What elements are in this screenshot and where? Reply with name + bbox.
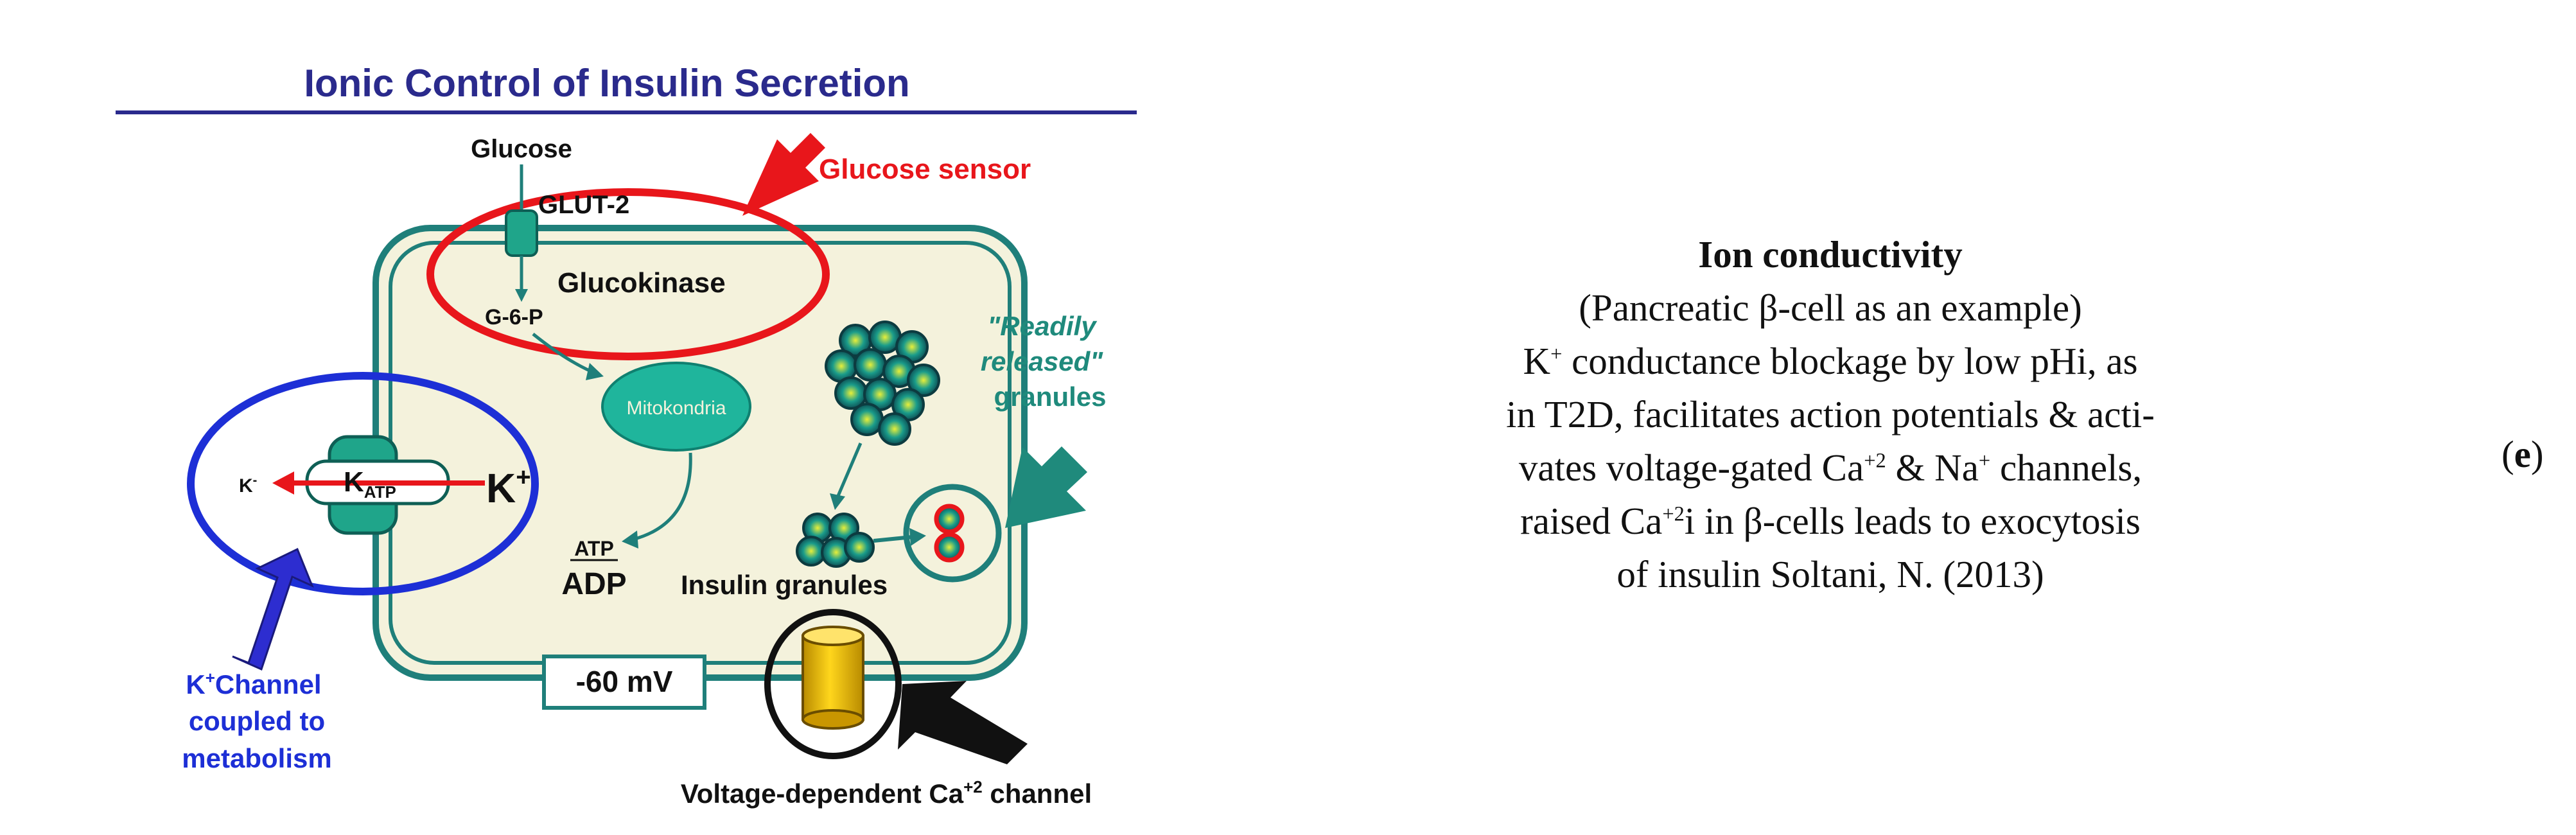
mitochondria	[601, 362, 751, 452]
k-channel-label-line-3: metabolism	[182, 743, 331, 773]
atp-arrowhead	[622, 531, 638, 549]
k-efflux-arrowhead	[272, 471, 294, 495]
katp-label: KATP	[344, 466, 396, 502]
k-channel-label-line-2: coupled to	[189, 706, 325, 736]
readily-released-arrow	[1005, 446, 1087, 528]
glut2-transporter	[505, 209, 538, 302]
ca-channel-cylinder	[802, 626, 864, 730]
membrane-potential-label: -60 mV	[576, 665, 673, 698]
mitochondria-label: Mitokondria	[626, 398, 726, 419]
g6p-arrowhead	[586, 363, 604, 380]
caption-line-2: K+ conductance blockage by low pHi, as	[1523, 340, 2138, 382]
caption-line-3: in T2D, facilitates action potentials & …	[1506, 393, 2155, 435]
caption-line-6: of insulin Soltani, N. (2013)	[1617, 553, 2044, 595]
caption-line-1: (Pancreatic β-cell as an example)	[1579, 286, 2082, 329]
cluster-to-granules-arrow	[836, 443, 863, 497]
k-channel-label-line-1: K+Channel	[186, 668, 321, 699]
insulin-secretion-diagram: Ionic Control of Insulin Secretion Gluco…	[116, 62, 1137, 809]
cluster-arrowhead	[830, 493, 845, 510]
k-in-label: K+	[486, 463, 531, 511]
k-channel-ellipse	[187, 372, 539, 595]
diagram-title: Ionic Control of Insulin Secretion	[304, 62, 909, 105]
mitochondria-to-atp-arrow	[632, 452, 692, 541]
membrane-potential-box	[542, 655, 706, 710]
insulin-granules	[796, 513, 875, 568]
caption-line-4: vates voltage-gated Ca+2 & Na+ channels,	[1518, 446, 2142, 489]
insulin-granules-label: Insulin granules	[681, 570, 888, 600]
readily-released-line-1: "Readily	[987, 311, 1098, 341]
ca-channel-pointer-arrow	[898, 681, 1028, 764]
readily-released-line-3: granules	[994, 382, 1106, 412]
readily-released-line-2: released"	[981, 346, 1103, 376]
k-channel-pointer-arrow	[232, 547, 314, 671]
ca-channel-label: Voltage-dependent Ca+2 channel	[681, 777, 1092, 809]
figure-caption: Ion conductivity (Pancreatic β-cell as a…	[1464, 228, 2196, 601]
glucose-label: Glucose	[471, 135, 572, 163]
caption-line-5: raised Ca+2i in β-cells leads to exocyto…	[1520, 500, 2141, 542]
g6p-to-mitochondria-arrow	[532, 333, 592, 373]
ca-channel-ellipse	[764, 609, 902, 759]
glucokinase-label: Glucokinase	[557, 267, 726, 299]
atp-label: ATP	[574, 537, 614, 560]
glut2-label: GLUT-2	[538, 191, 629, 219]
panel-label: (e)	[2502, 433, 2544, 475]
readily-released-circle	[903, 484, 1002, 583]
glucose-sensor-ellipse	[426, 188, 830, 360]
glucose-sensor-label: Glucose sensor	[819, 154, 1031, 185]
g6p-label: G-6-P	[485, 305, 543, 330]
caption-title: Ion conductivity	[1698, 233, 1963, 276]
release-arrowhead	[909, 528, 926, 546]
adp-label: ADP	[561, 567, 626, 601]
glucose-sensor-arrow	[742, 133, 825, 216]
k-out-label: K-	[239, 473, 257, 497]
docking-granules	[934, 504, 965, 563]
granule-cluster	[825, 321, 940, 446]
